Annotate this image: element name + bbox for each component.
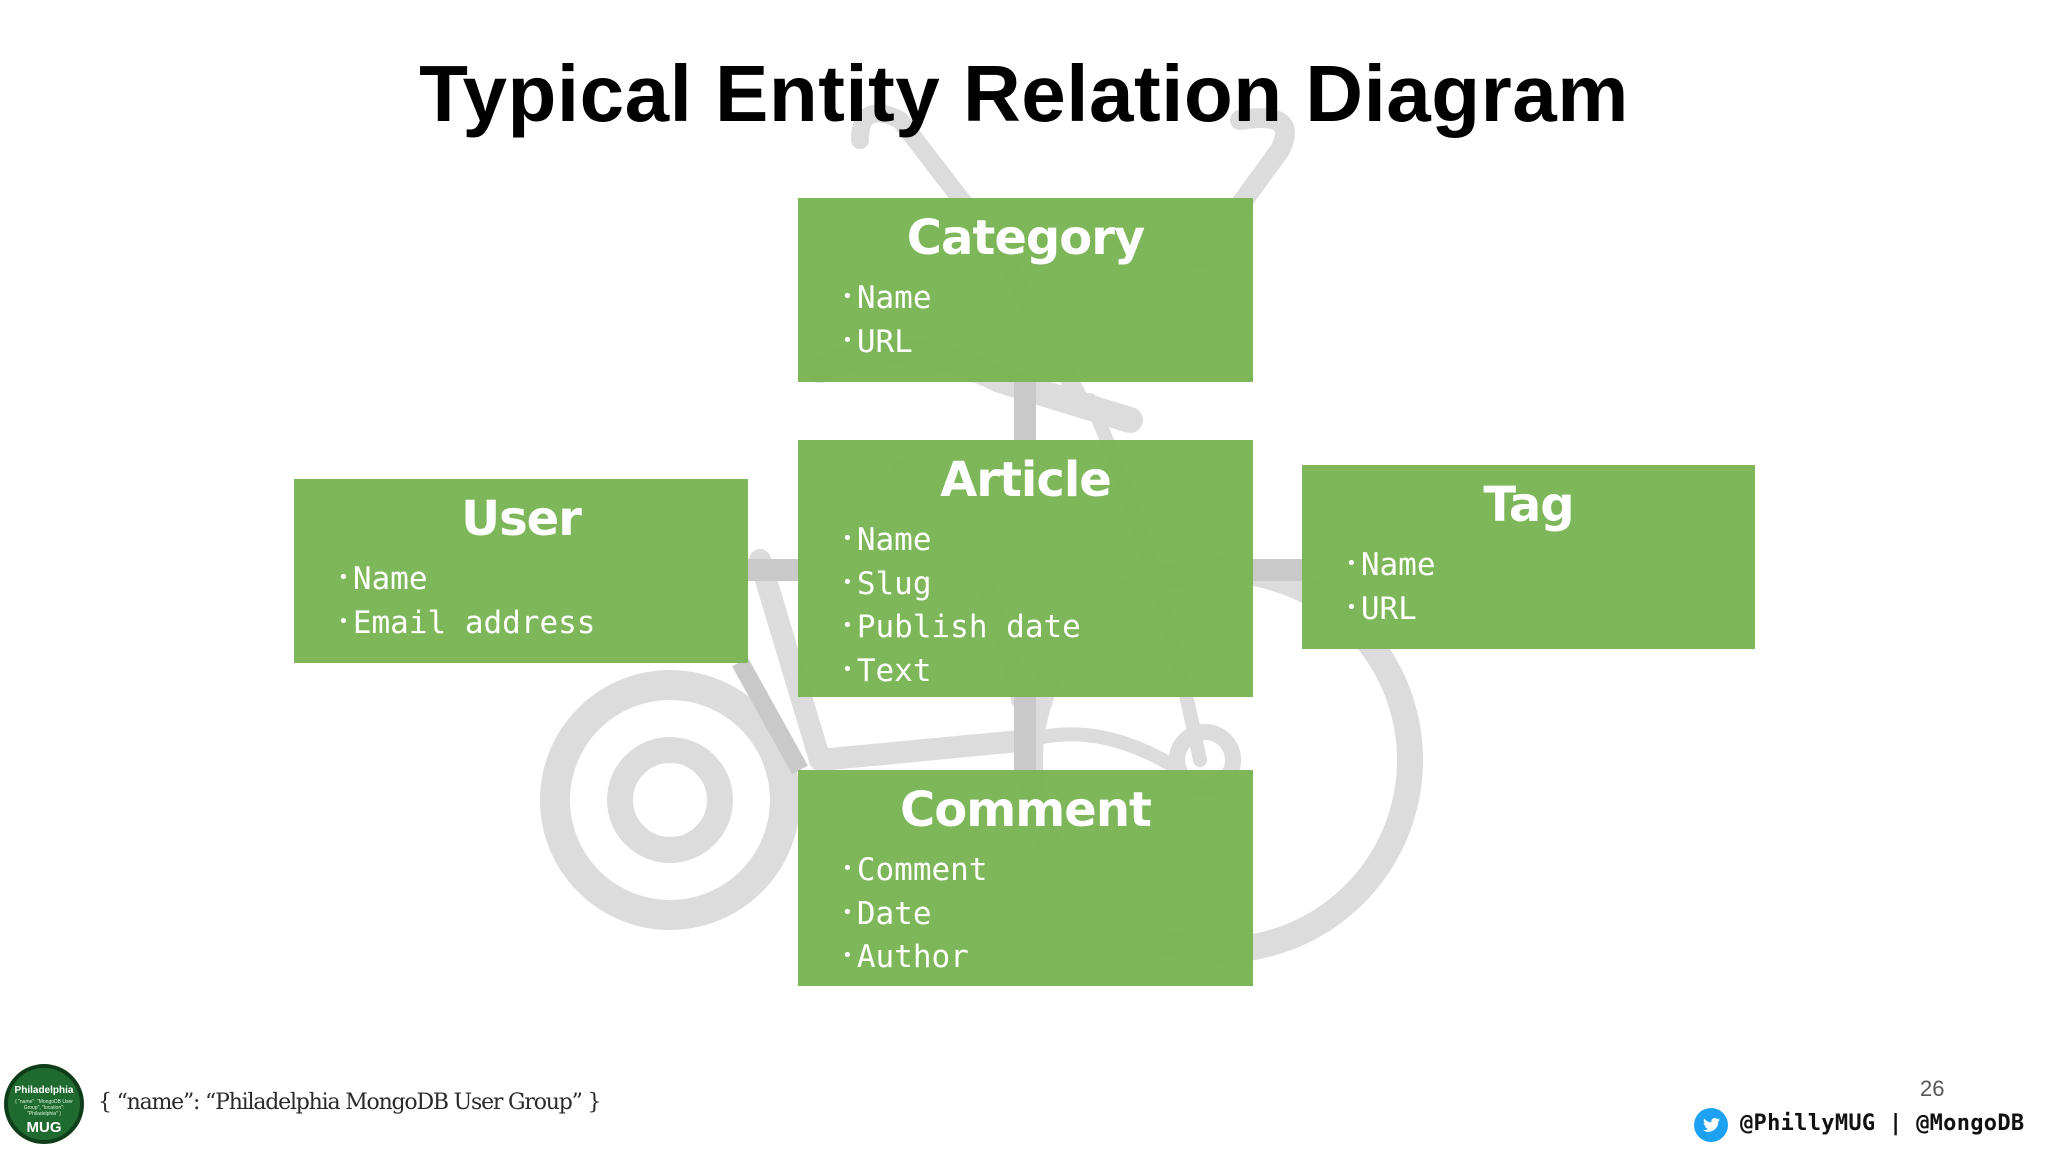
- entity-comment-attributes: Comment Date Author: [798, 848, 1253, 979]
- page-number: 26: [1920, 1076, 1945, 1101]
- entity-tag-title: Tag: [1483, 477, 1574, 533]
- attribute-item: Email address: [338, 601, 748, 645]
- entity-article-title: Article: [940, 452, 1112, 508]
- attribute-item: Date: [842, 892, 1253, 936]
- attribute-item: Text: [842, 649, 1253, 693]
- attribute-item: Name: [338, 557, 748, 601]
- attribute-item: Name: [1346, 543, 1755, 587]
- entity-tag: Tag Name URL: [1302, 465, 1755, 649]
- logo-middle-text: { "name": "MongoDB User Group", "locatio…: [15, 1099, 73, 1117]
- twitter-bird-icon: [1694, 1108, 1728, 1142]
- entity-comment: Comment Comment Date Author: [798, 770, 1253, 986]
- attribute-item: URL: [1346, 587, 1755, 631]
- entity-category-title: Category: [906, 210, 1145, 266]
- user-group-name: { “name”: “Philadelphia MongoDB User Gro…: [98, 1090, 601, 1115]
- entity-tag-attributes: Name URL: [1302, 543, 1755, 630]
- connector-user-comment: [732, 657, 808, 775]
- philly-mug-logo: Philadelphia { "name": "MongoDB User Gro…: [4, 1064, 84, 1144]
- slide-title: Typical Entity Relation Diagram: [419, 49, 1629, 138]
- attribute-item: Publish date: [842, 605, 1253, 649]
- entity-user-attributes: Name Email address: [294, 557, 748, 644]
- entity-category-attributes: Name URL: [798, 276, 1253, 363]
- entity-article-attributes: Name Slug Publish date Text: [798, 518, 1253, 692]
- attribute-item: Slug: [842, 562, 1253, 606]
- entity-user: User Name Email address: [294, 479, 748, 663]
- social-handles-text: @PhillyMUG | @MongoDB: [1740, 1111, 2025, 1136]
- entity-category: Category Name URL: [798, 198, 1253, 382]
- attribute-item: Author: [842, 935, 1253, 979]
- entity-user-title: User: [461, 491, 582, 547]
- logo-top-text: Philadelphia: [14, 1085, 74, 1096]
- attribute-item: URL: [842, 320, 1253, 364]
- attribute-item: Name: [842, 276, 1253, 320]
- logo-bottom-text: MUG: [26, 1119, 62, 1136]
- attribute-item: Comment: [842, 848, 1253, 892]
- entity-comment-title: Comment: [900, 782, 1152, 838]
- attribute-item: Name: [842, 518, 1253, 562]
- entity-article: Article Name Slug Publish date Text: [798, 440, 1253, 697]
